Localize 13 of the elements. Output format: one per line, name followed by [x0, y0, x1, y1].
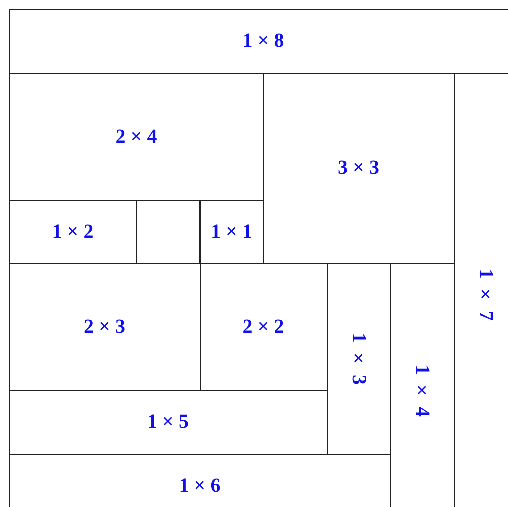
size-label: 1 × 6: [179, 476, 221, 496]
tile: [9, 9, 508, 74]
size-label: 1 × 7: [476, 269, 496, 322]
size-label: 1 × 1: [211, 222, 252, 242]
size-label: 1 × 3: [348, 332, 369, 385]
size-label: 1 × 2: [52, 222, 94, 242]
size-label: 2 × 3: [84, 317, 126, 337]
size-label: 2 × 4: [116, 126, 158, 146]
size-label: 3 × 3: [338, 158, 380, 178]
size-label: 2 × 2: [242, 317, 284, 337]
size-label: 1 × 5: [148, 412, 189, 432]
size-label: 1 × 8: [242, 31, 284, 52]
size-label: 1 × 4: [412, 364, 432, 416]
